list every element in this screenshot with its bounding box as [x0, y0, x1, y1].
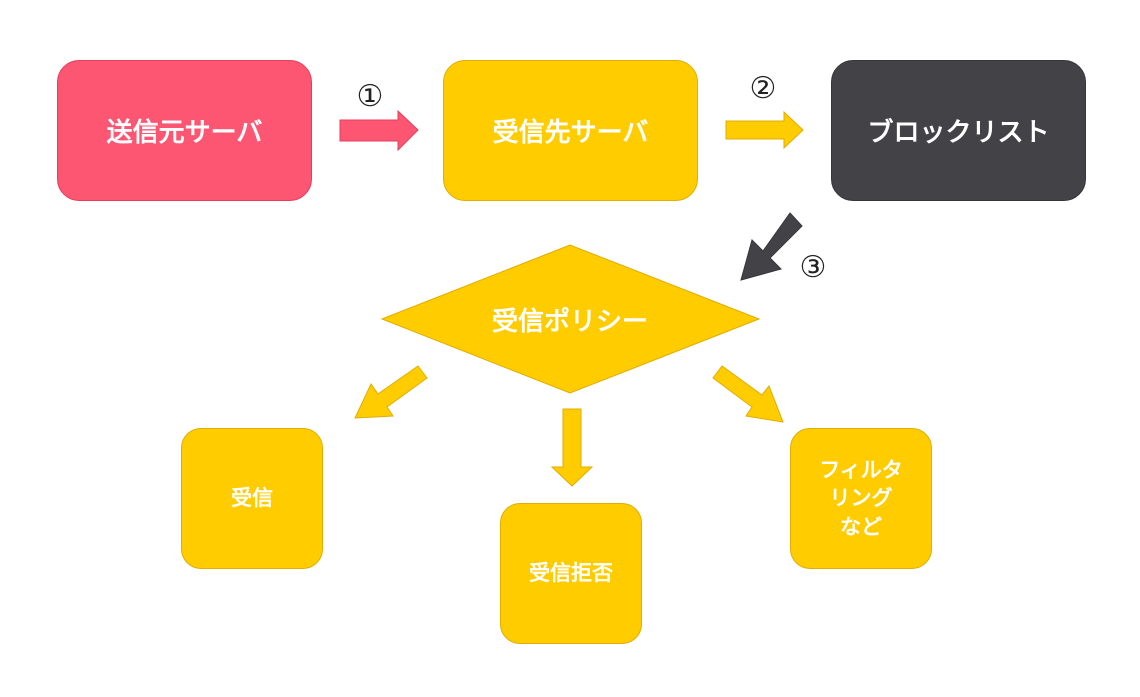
arrow-receiver-to-blocklist [725, 110, 804, 150]
step-1-label: ① [356, 78, 384, 114]
arrow-sender-to-receiver [339, 109, 419, 152]
receiver-server-box: 受信先サーバ [443, 60, 698, 201]
arrow-policy-to-reject [550, 408, 594, 487]
filtering-box: フィルタ リング など [790, 428, 932, 569]
policy-label: 受信ポリシー [491, 306, 648, 337]
blocklist-box: ブロックリスト [831, 60, 1086, 201]
arrow-blocklist-to-policy [740, 212, 803, 281]
step-3-label: ③ [799, 249, 827, 285]
arrow-policy-to-accept [354, 365, 428, 419]
arrow-policy-to-filter [712, 365, 784, 423]
accept-box: 受信 [181, 428, 323, 569]
sender-server-box: 送信元サーバ [57, 60, 312, 201]
reject-box: 受信拒否 [500, 503, 642, 644]
policy-diamond [380, 244, 761, 394]
step-2-label: ② [749, 70, 777, 106]
